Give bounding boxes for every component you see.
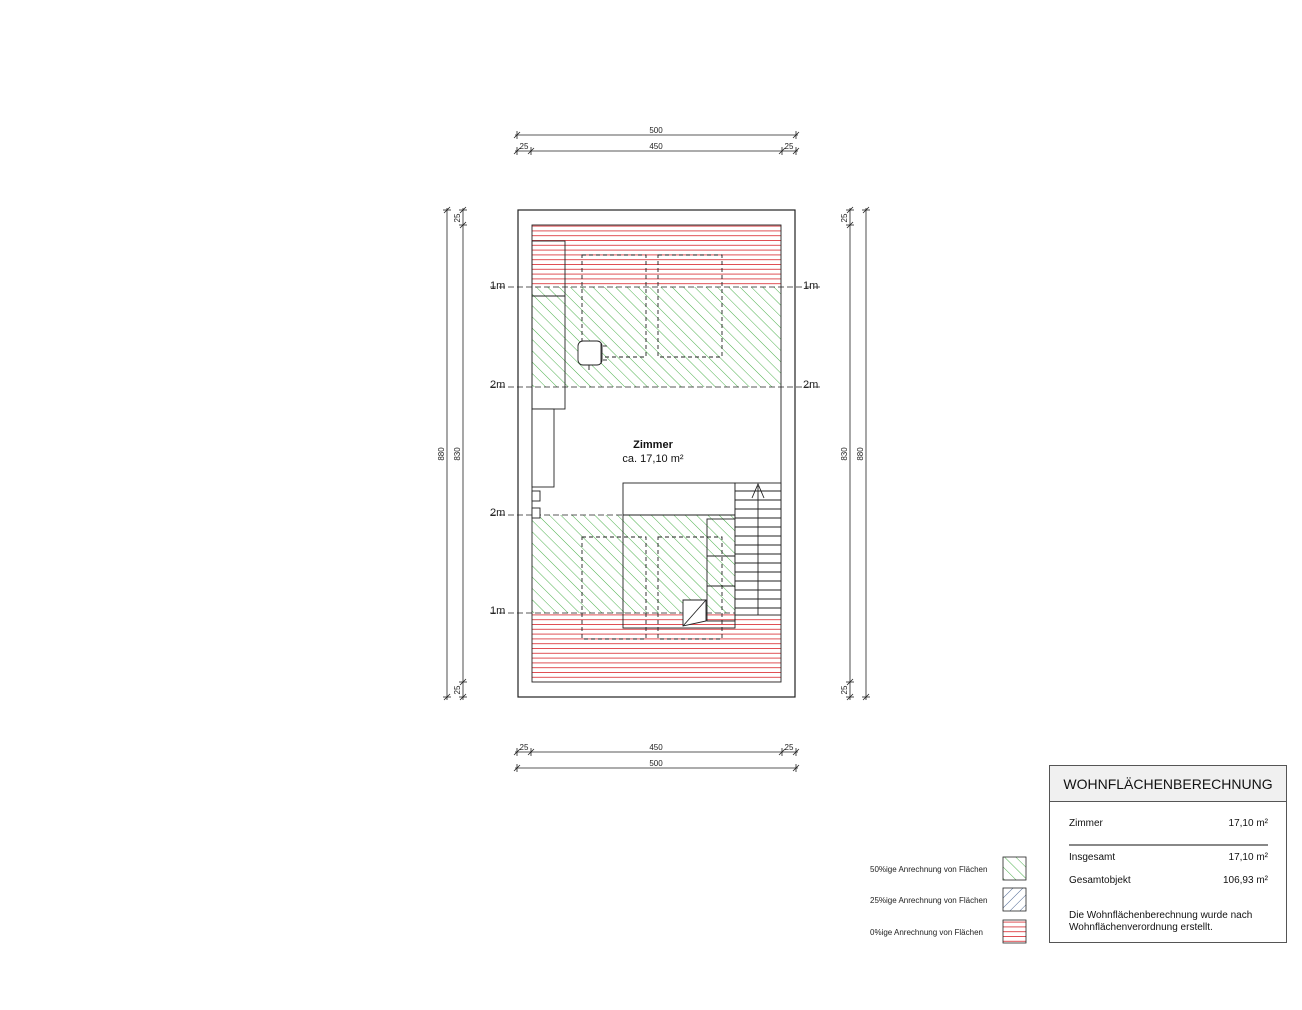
shelf-unit: [531, 408, 555, 488]
left-inner-height: 830: [453, 447, 462, 461]
room-area: ca. 17,10 m²: [622, 453, 683, 465]
bottom-inner-width: 450: [649, 743, 663, 752]
legend-swatch-25: [1002, 887, 1027, 912]
legend: 50%ige Anrechnung von Flächen 25%ige Anr…: [870, 856, 1027, 944]
zone-50-percent-bottom: [532, 515, 735, 613]
room-name: Zimmer: [633, 439, 673, 451]
level-label-1m-top-right: 1m: [803, 280, 818, 292]
calc-row-object: Gesamtobjekt 106,93 m²: [1069, 875, 1268, 886]
left-dimensions: [443, 206, 467, 701]
zone-0-percent-bottom: [532, 613, 781, 682]
furniture: [531, 240, 736, 640]
bottom-overall-width: 500: [649, 759, 663, 768]
top-overall-width: 500: [649, 126, 663, 135]
left-wall-top: 25: [453, 213, 462, 222]
desk-bottom-right: [657, 536, 723, 640]
calc-row-total-value: 17,10 m²: [1228, 852, 1268, 863]
calc-row-total: Insgesamt 17,10 m²: [1069, 852, 1268, 863]
level-label-1m-top-left: 1m: [490, 280, 505, 292]
level-label-2m-top-right: 2m: [803, 379, 818, 391]
left-overall-height: 880: [437, 447, 446, 461]
desk-bottom-left: [581, 536, 647, 640]
right-inner-height: 830: [840, 447, 849, 461]
level-lines: [490, 286, 822, 614]
calc-row-room: Zimmer 17,10 m²: [1069, 818, 1268, 829]
zone-0-percent-top: [532, 225, 781, 287]
level-label-1m-bottom-left: 1m: [490, 605, 505, 617]
desk-top-left: [581, 254, 647, 358]
calc-row-room-label: Zimmer: [1069, 818, 1103, 829]
calc-divider: [1069, 844, 1268, 846]
staircase: [734, 482, 782, 616]
calc-row-object-value: 106,93 m²: [1222, 875, 1268, 886]
calc-row-object-label: Gesamtobjekt: [1069, 875, 1131, 886]
top-inner-width: 450: [649, 142, 663, 151]
right-wall-bottom: 25: [840, 685, 849, 694]
bottom-wall-right: 25: [785, 743, 794, 752]
calc-row-room-value: 17,10 m²: [1228, 818, 1268, 829]
right-dimensions: [846, 206, 870, 701]
living-area-calculation: WOHNFLÄCHENBERECHNUNG Zimmer 17,10 m² In…: [1049, 765, 1287, 943]
top-wall-left: 25: [520, 142, 529, 151]
small-box-2: [531, 507, 541, 519]
right-overall-height: 880: [856, 447, 865, 461]
bottom-wall-left: 25: [520, 743, 529, 752]
desk-top-right: [657, 254, 723, 358]
left-wall-bottom: 25: [453, 685, 462, 694]
level-label-2m-bottom-left: 2m: [490, 507, 505, 519]
chair-icon: [577, 340, 607, 370]
legend-label-0: 0%ige Anrechnung von Flächen: [870, 928, 983, 937]
right-wall-top: 25: [840, 213, 849, 222]
calculation-title: WOHNFLÄCHENBERECHNUNG: [1050, 766, 1286, 802]
legend-label-50: 50%ige Anrechnung von Flächen: [870, 865, 987, 874]
legend-swatch-50: [1002, 856, 1027, 881]
level-label-2m-top-left: 2m: [490, 379, 505, 391]
legend-swatch-0: [1002, 919, 1027, 944]
bottom-dimensions: [513, 748, 800, 772]
legend-label-25: 25%ige Anrechnung von Flächen: [870, 896, 987, 905]
calc-row-total-label: Insgesamt: [1069, 852, 1116, 863]
top-wall-right: 25: [785, 142, 794, 151]
top-dimensions: [513, 131, 800, 155]
calculation-note: Die Wohnflächenberechnung wurde nach Woh…: [1069, 910, 1253, 933]
zone-50-percent-top: [532, 287, 781, 387]
small-box-1: [531, 490, 541, 502]
